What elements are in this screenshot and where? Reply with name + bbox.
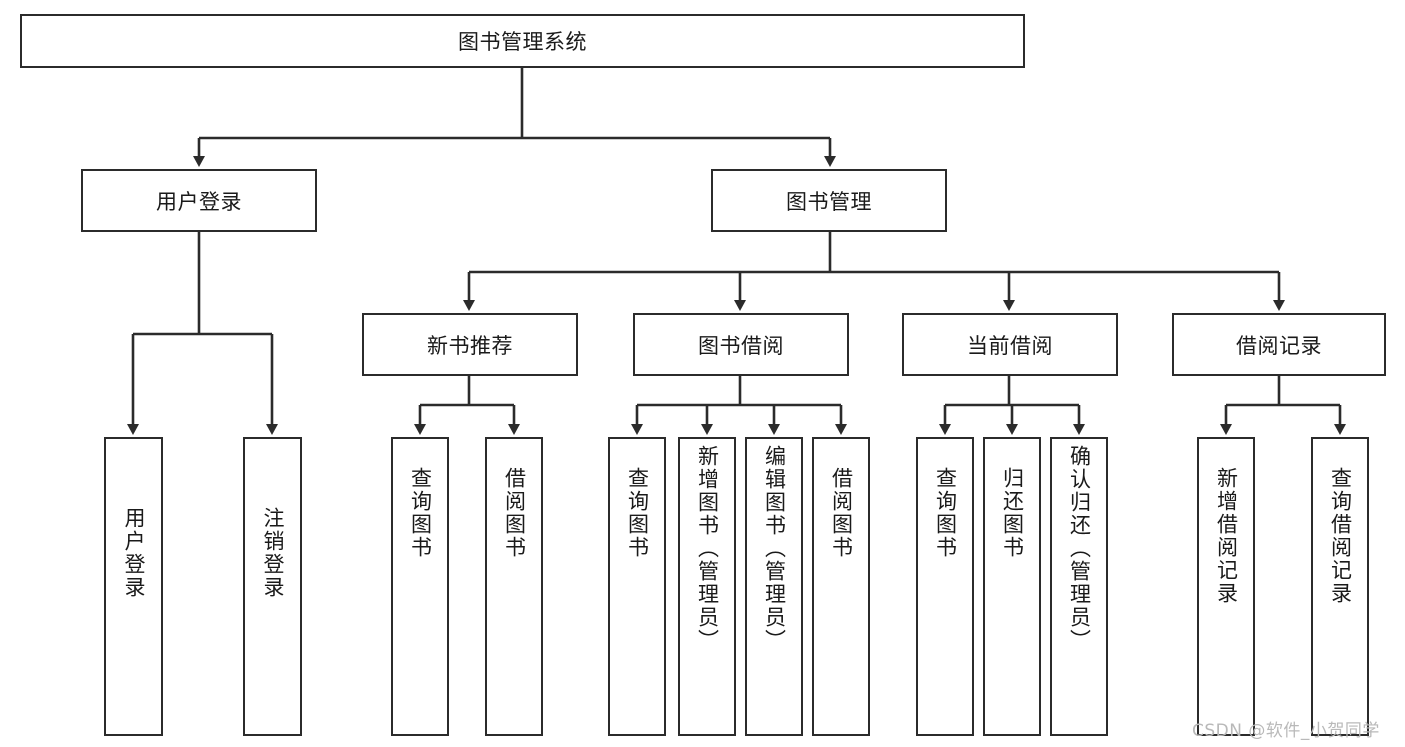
edges-newbookrec-to-leaves bbox=[414, 376, 520, 435]
node-leaf-confirm-return-admin[interactable]: 确认归还（管理员） bbox=[1050, 437, 1108, 736]
node-leaf-user-login-label: 用户登录 bbox=[122, 507, 146, 599]
node-leaf-return-book[interactable]: 归还图书 bbox=[983, 437, 1041, 736]
edges-userlogin-to-leaves bbox=[127, 232, 278, 435]
node-leaf-user-login[interactable]: 用户登录 bbox=[104, 437, 163, 736]
node-leaf-borrow-book-1-label: 借阅图书 bbox=[502, 467, 527, 559]
node-leaf-query-borrow-record-label: 查询借阅记录 bbox=[1328, 467, 1353, 605]
node-leaf-query-book-1-label: 查询图书 bbox=[408, 467, 433, 559]
node-current-borrow-label: 当前借阅 bbox=[967, 333, 1053, 358]
node-leaf-logout-label: 注销登录 bbox=[261, 507, 285, 599]
node-root[interactable]: 图书管理系统 bbox=[20, 14, 1025, 68]
node-leaf-query-book-1[interactable]: 查询图书 bbox=[391, 437, 449, 736]
node-new-book-rec[interactable]: 新书推荐 bbox=[362, 313, 578, 376]
node-book-manage[interactable]: 图书管理 bbox=[711, 169, 947, 232]
node-book-borrow[interactable]: 图书借阅 bbox=[633, 313, 849, 376]
node-root-label: 图书管理系统 bbox=[458, 30, 587, 54]
node-leaf-add-book-admin-label: 新增图书（管理员） bbox=[695, 445, 720, 652]
node-borrow-record[interactable]: 借阅记录 bbox=[1172, 313, 1386, 376]
node-leaf-add-borrow-record-label: 新增借阅记录 bbox=[1214, 467, 1239, 605]
edges-bookmanage-to-level3 bbox=[463, 232, 1285, 311]
node-user-login[interactable]: 用户登录 bbox=[81, 169, 317, 232]
edges-currentborrow-to-leaves bbox=[939, 376, 1085, 435]
node-book-manage-label: 图书管理 bbox=[786, 189, 872, 214]
node-user-login-label: 用户登录 bbox=[156, 189, 242, 214]
node-leaf-edit-book-admin[interactable]: 编辑图书（管理员） bbox=[745, 437, 803, 736]
edges-borrowrecord-to-leaves bbox=[1220, 376, 1346, 435]
node-current-borrow[interactable]: 当前借阅 bbox=[902, 313, 1118, 376]
csdn-watermark: CSDN @软件_小贺同学 bbox=[1192, 721, 1380, 741]
node-leaf-query-book-2-label: 查询图书 bbox=[625, 467, 650, 559]
edges-root-to-level2 bbox=[193, 68, 836, 167]
edges-bookborrow-to-leaves bbox=[631, 376, 847, 435]
node-leaf-borrow-book-1[interactable]: 借阅图书 bbox=[485, 437, 543, 736]
node-leaf-logout[interactable]: 注销登录 bbox=[243, 437, 302, 736]
node-leaf-edit-book-admin-label: 编辑图书（管理员） bbox=[762, 445, 787, 652]
node-borrow-record-label: 借阅记录 bbox=[1236, 333, 1322, 358]
node-leaf-borrow-book-2-label: 借阅图书 bbox=[829, 467, 854, 559]
node-leaf-add-book-admin[interactable]: 新增图书（管理员） bbox=[678, 437, 736, 736]
node-leaf-query-book-2[interactable]: 查询图书 bbox=[608, 437, 666, 736]
node-leaf-query-borrow-record[interactable]: 查询借阅记录 bbox=[1311, 437, 1369, 736]
node-leaf-borrow-book-2[interactable]: 借阅图书 bbox=[812, 437, 870, 736]
node-new-book-rec-label: 新书推荐 bbox=[427, 333, 513, 358]
node-leaf-return-book-label: 归还图书 bbox=[1000, 467, 1025, 559]
node-leaf-confirm-return-admin-label: 确认归还（管理员） bbox=[1067, 445, 1092, 652]
node-leaf-query-book-3-label: 查询图书 bbox=[933, 467, 958, 559]
node-leaf-query-book-3[interactable]: 查询图书 bbox=[916, 437, 974, 736]
node-leaf-add-borrow-record[interactable]: 新增借阅记录 bbox=[1197, 437, 1255, 736]
node-book-borrow-label: 图书借阅 bbox=[698, 333, 784, 358]
